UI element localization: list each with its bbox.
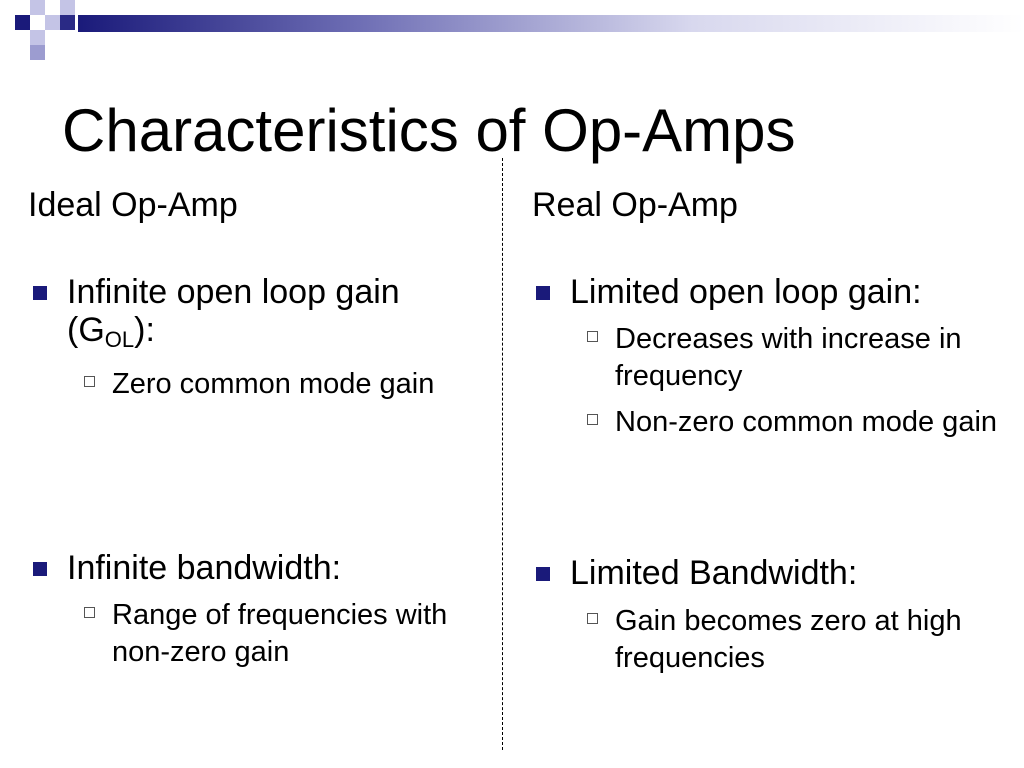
deco-gradient-bar bbox=[78, 15, 1024, 32]
real-gain-text: Limited open loop gain: bbox=[570, 273, 922, 311]
header-decoration bbox=[0, 0, 1024, 70]
ideal-bandwidth-bullet: Infinite bandwidth: bbox=[33, 549, 487, 587]
real-gain-bullet: Limited open loop gain: bbox=[536, 273, 1010, 311]
deco-square-icon bbox=[60, 0, 75, 15]
deco-square-icon bbox=[45, 15, 60, 30]
real-gain-sub2: Non-zero common mode gain bbox=[587, 404, 1010, 441]
ideal-gain-sub1: Zero common mode gain bbox=[84, 366, 502, 403]
real-op-amp-heading: Real Op-Amp bbox=[532, 186, 738, 224]
square-bullet-icon bbox=[536, 286, 550, 300]
deco-square-icon bbox=[15, 15, 30, 30]
ideal-op-amp-heading: Ideal Op-Amp bbox=[28, 186, 238, 224]
deco-square-icon bbox=[30, 45, 45, 60]
ideal-gain-bullet: Infinite open loop gain (GOL): bbox=[33, 273, 487, 352]
ideal-gain-text: Infinite open loop gain (G bbox=[67, 273, 400, 349]
real-bandwidth-text: Limited Bandwidth: bbox=[570, 554, 858, 592]
real-bandwidth-sub1: Gain becomes zero at high frequencies bbox=[587, 603, 975, 677]
deco-square-icon bbox=[30, 30, 45, 45]
real-bandwidth-bullet: Limited Bandwidth: bbox=[536, 554, 1010, 592]
ideal-gain-subscript: OL bbox=[104, 327, 135, 352]
column-divider bbox=[502, 158, 503, 750]
ideal-gain-sub1-text: Zero common mode gain bbox=[112, 368, 435, 400]
real-bandwidth-sub1-text: Gain becomes zero at high frequencies bbox=[615, 605, 962, 674]
real-gain-sub2-text: Non-zero common mode gain bbox=[615, 406, 998, 438]
hollow-square-bullet-icon bbox=[84, 376, 95, 387]
ideal-bandwidth-text: Infinite bandwidth: bbox=[67, 549, 342, 587]
hollow-square-bullet-icon bbox=[84, 607, 95, 618]
ideal-bandwidth-sub1: Range of frequencies with non-zero gain bbox=[84, 597, 462, 671]
ideal-gain-text-end: ): bbox=[134, 311, 155, 349]
square-bullet-icon bbox=[536, 567, 550, 581]
hollow-square-bullet-icon bbox=[587, 331, 598, 342]
square-bullet-icon bbox=[33, 286, 47, 300]
hollow-square-bullet-icon bbox=[587, 414, 598, 425]
slide-title: Characteristics of Op-Amps bbox=[62, 97, 796, 164]
real-gain-sub1-text: Decreases with increase in frequency bbox=[615, 323, 962, 392]
square-bullet-icon bbox=[33, 562, 47, 576]
real-gain-sub1: Decreases with increase in frequency bbox=[587, 321, 1010, 395]
deco-square-icon bbox=[60, 15, 75, 30]
deco-square-icon bbox=[30, 0, 45, 15]
hollow-square-bullet-icon bbox=[587, 613, 598, 624]
ideal-bandwidth-sub1-text: Range of frequencies with non-zero gain bbox=[112, 599, 448, 668]
